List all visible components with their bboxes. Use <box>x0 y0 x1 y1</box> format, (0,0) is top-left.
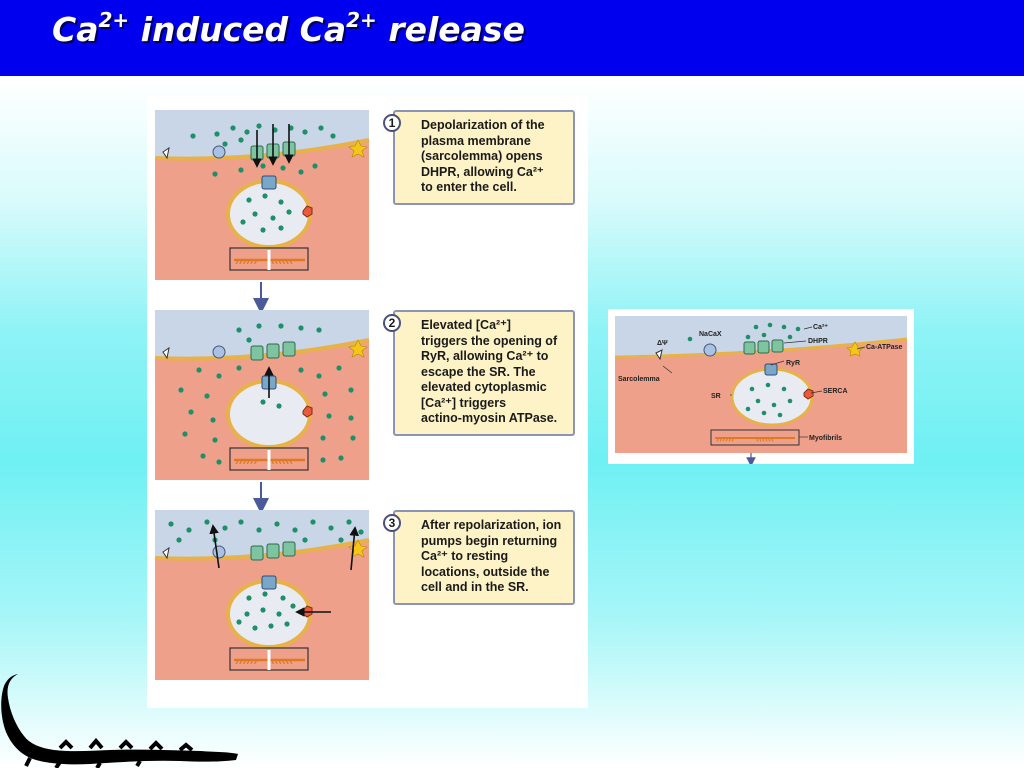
step-2-text: Elevated [Ca²⁺] triggers the opening of … <box>421 318 558 425</box>
step-3-text: After repolarization, ion pumps begin re… <box>421 518 562 594</box>
label-myofibrils: Myofibrils <box>809 435 842 442</box>
calcium-release-diagram: ›››››› ‹‹‹‹‹‹ <box>147 96 588 708</box>
step-2-number: 2 <box>383 314 401 332</box>
slide-title: Ca2+ induced Ca2+ release <box>52 8 525 49</box>
title-superscript-1: 2+ <box>98 8 130 32</box>
label-ryr: RyR <box>786 360 800 367</box>
label-dhpr: DHPR <box>808 338 828 345</box>
label-nacax: NaCaX <box>699 331 722 338</box>
alligator-logo <box>1 674 238 768</box>
title-superscript-2: 2+ <box>346 8 377 32</box>
label-delta-psi: ΔΨ <box>657 340 668 347</box>
step-3-box: 3 After repolarization, ion pumps begin … <box>383 510 575 605</box>
title-text-3: release <box>376 10 525 49</box>
svg-text:››››››: ›››››› <box>716 434 734 444</box>
title-text-1: Ca <box>52 10 99 49</box>
label-ca-atpase: Ca-ATPase <box>866 344 903 351</box>
label-ca: Ca²⁺ <box>813 324 828 331</box>
label-sr: SR <box>711 393 721 400</box>
step-2-box: 2 Elevated [Ca²⁺] triggers the opening o… <box>383 310 575 436</box>
step-1-text: Depolarization of the plasma membrane (s… <box>421 118 545 194</box>
diagram-svg: ›››››› ‹‹‹‹‹‹ <box>153 108 371 682</box>
step-1-number: 1 <box>383 114 401 132</box>
svg-text:‹‹‹‹‹‹: ‹‹‹‹‹‹ <box>756 434 774 444</box>
step-2-cell-diagram <box>153 308 371 482</box>
labeled-inset-diagram: ›››››› ‹‹‹‹‹‹ ΔΨ NaCaX Ca²⁺ DHPR Ca-ATPa… <box>608 309 914 467</box>
inset-svg: ›››››› ‹‹‹‹‹‹ ΔΨ NaCaX Ca²⁺ DHPR Ca-ATPa… <box>614 316 908 467</box>
step-3-cell-diagram <box>153 508 371 682</box>
label-sarcolemma: Sarcolemma <box>618 376 660 383</box>
step-3-number: 3 <box>383 514 401 532</box>
title-bar: Ca2+ induced Ca2+ release <box>0 0 1024 76</box>
label-serca: SERCA <box>823 388 848 395</box>
step-1-box: 1 Depolarization of the plasma membrane … <box>383 110 575 205</box>
title-text-2: induced Ca <box>129 10 347 49</box>
step-1-cell-diagram <box>153 108 371 282</box>
